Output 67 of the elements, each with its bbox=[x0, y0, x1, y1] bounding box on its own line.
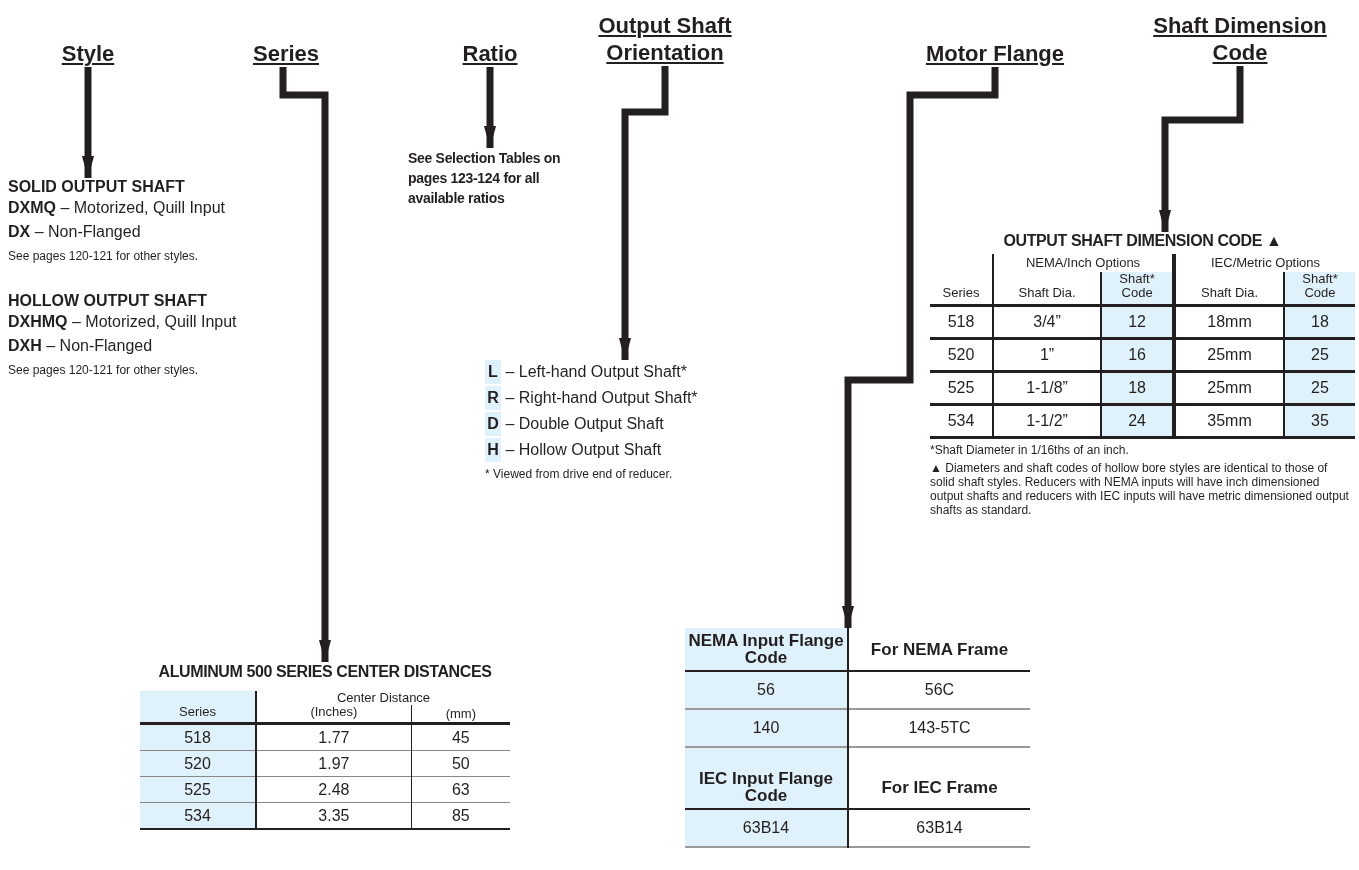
series-value: 525 bbox=[930, 371, 993, 405]
section-heading: HOLLOW OUTPUT SHAFT bbox=[8, 292, 209, 310]
table-header: Series bbox=[140, 691, 256, 724]
option-text: H – Hollow Output Shaft bbox=[485, 438, 805, 462]
note-text: See pages 120-121 for other styles. bbox=[8, 248, 200, 265]
column-heading: Series bbox=[238, 40, 334, 67]
table-header: (Inches) bbox=[256, 705, 412, 724]
option-text: DXMQ – Motorized, Quill Input bbox=[8, 198, 226, 218]
table-value: 50 bbox=[411, 750, 510, 777]
table-title: ALUMINUM 500 SERIES CENTER DISTANCES bbox=[157, 662, 493, 681]
flange-code: 56 bbox=[685, 671, 848, 709]
table-header: For NEMA Frame bbox=[848, 628, 1030, 671]
code-value: 18 bbox=[1284, 305, 1355, 339]
table-value: 1.97 bbox=[256, 750, 412, 777]
option-text: D – Double Output Shaft bbox=[485, 412, 805, 436]
section-heading: SOLID OUTPUT SHAFT bbox=[8, 178, 186, 196]
table-header: (mm) bbox=[411, 705, 510, 724]
table-value: 85 bbox=[411, 802, 510, 829]
series-value: 534 bbox=[930, 404, 993, 438]
table-value: 2.48 bbox=[256, 776, 412, 803]
column-heading: Shaft Dimension Code bbox=[1140, 12, 1340, 66]
note-text: See pages 120-121 for other styles. bbox=[8, 362, 200, 379]
table-header: Shaft* Code bbox=[1101, 272, 1175, 306]
series-value: 534 bbox=[140, 802, 256, 829]
series-value: 518 bbox=[930, 305, 993, 339]
option-text: DXHMQ – Motorized, Quill Input bbox=[8, 312, 238, 332]
table-header: For IEC Frame bbox=[848, 747, 1030, 809]
table-value: 3.35 bbox=[256, 802, 412, 829]
option-text: L – Left-hand Output Shaft* bbox=[485, 360, 805, 384]
code-value: 12 bbox=[1101, 305, 1175, 339]
table-header: Series bbox=[930, 254, 993, 306]
series-value: 520 bbox=[930, 338, 993, 372]
code-value: 25 bbox=[1284, 338, 1355, 372]
note-text: See Selection Tables on pages 123-124 for all available ratios bbox=[408, 149, 562, 208]
footnote-text: ▲ Diameters and shaft codes of hollow bore styles are identical to those of solid shaft styles. Reducers with NEMA inputs will have inch dimensioned output shafts and reducers with IEC inputs will have metric dimensioned output shafts as standard. bbox=[930, 461, 1350, 517]
table-value: 45 bbox=[411, 723, 510, 751]
code-value: 35 bbox=[1284, 404, 1355, 438]
node-box bbox=[485, 360, 501, 384]
column-heading: Ratio bbox=[450, 40, 530, 67]
table-value: 1.77 bbox=[256, 723, 412, 751]
code-value: 16 bbox=[1101, 338, 1175, 372]
footnote-text: *Shaft Diameter in 1/16ths of an inch. bbox=[930, 443, 1130, 457]
flange-code: 140 bbox=[685, 709, 848, 747]
table-header: Shaft* Code bbox=[1284, 272, 1355, 306]
table-title: OUTPUT SHAFT DIMENSION CODE ▲ bbox=[1002, 232, 1283, 250]
frame-size: 63B14 bbox=[848, 809, 1030, 847]
footnote-text: * Viewed from drive end of reducer. bbox=[485, 466, 674, 483]
code-value: 24 bbox=[1101, 404, 1175, 438]
option-text: DXH – Non-Flanged bbox=[8, 336, 154, 356]
table-header: Center Distance bbox=[256, 691, 510, 705]
table-header: IEC Input Flange Code bbox=[685, 747, 848, 809]
column-heading: Output Shaft Orientation bbox=[580, 12, 750, 66]
column-heading: Style bbox=[40, 40, 136, 67]
series-value: 520 bbox=[140, 750, 256, 777]
series-value: 518 bbox=[140, 723, 256, 751]
series-value: 525 bbox=[140, 776, 256, 803]
frame-size: 56C bbox=[848, 671, 1030, 709]
table-header: NEMA Input Flange Code bbox=[685, 628, 848, 671]
option-text: DX – Non-Flanged bbox=[8, 222, 142, 242]
frame-size: 143-5TC bbox=[848, 709, 1030, 747]
flange-code: 63B14 bbox=[685, 809, 848, 847]
table-header: IEC/Metric Options bbox=[1174, 254, 1355, 272]
code-value: 18 bbox=[1101, 371, 1175, 405]
option-text: R – Right-hand Output Shaft* bbox=[485, 386, 805, 410]
table-value: 63 bbox=[411, 776, 510, 803]
column-heading: Motor Flange bbox=[905, 40, 1085, 67]
code-value: 25 bbox=[1284, 371, 1355, 405]
